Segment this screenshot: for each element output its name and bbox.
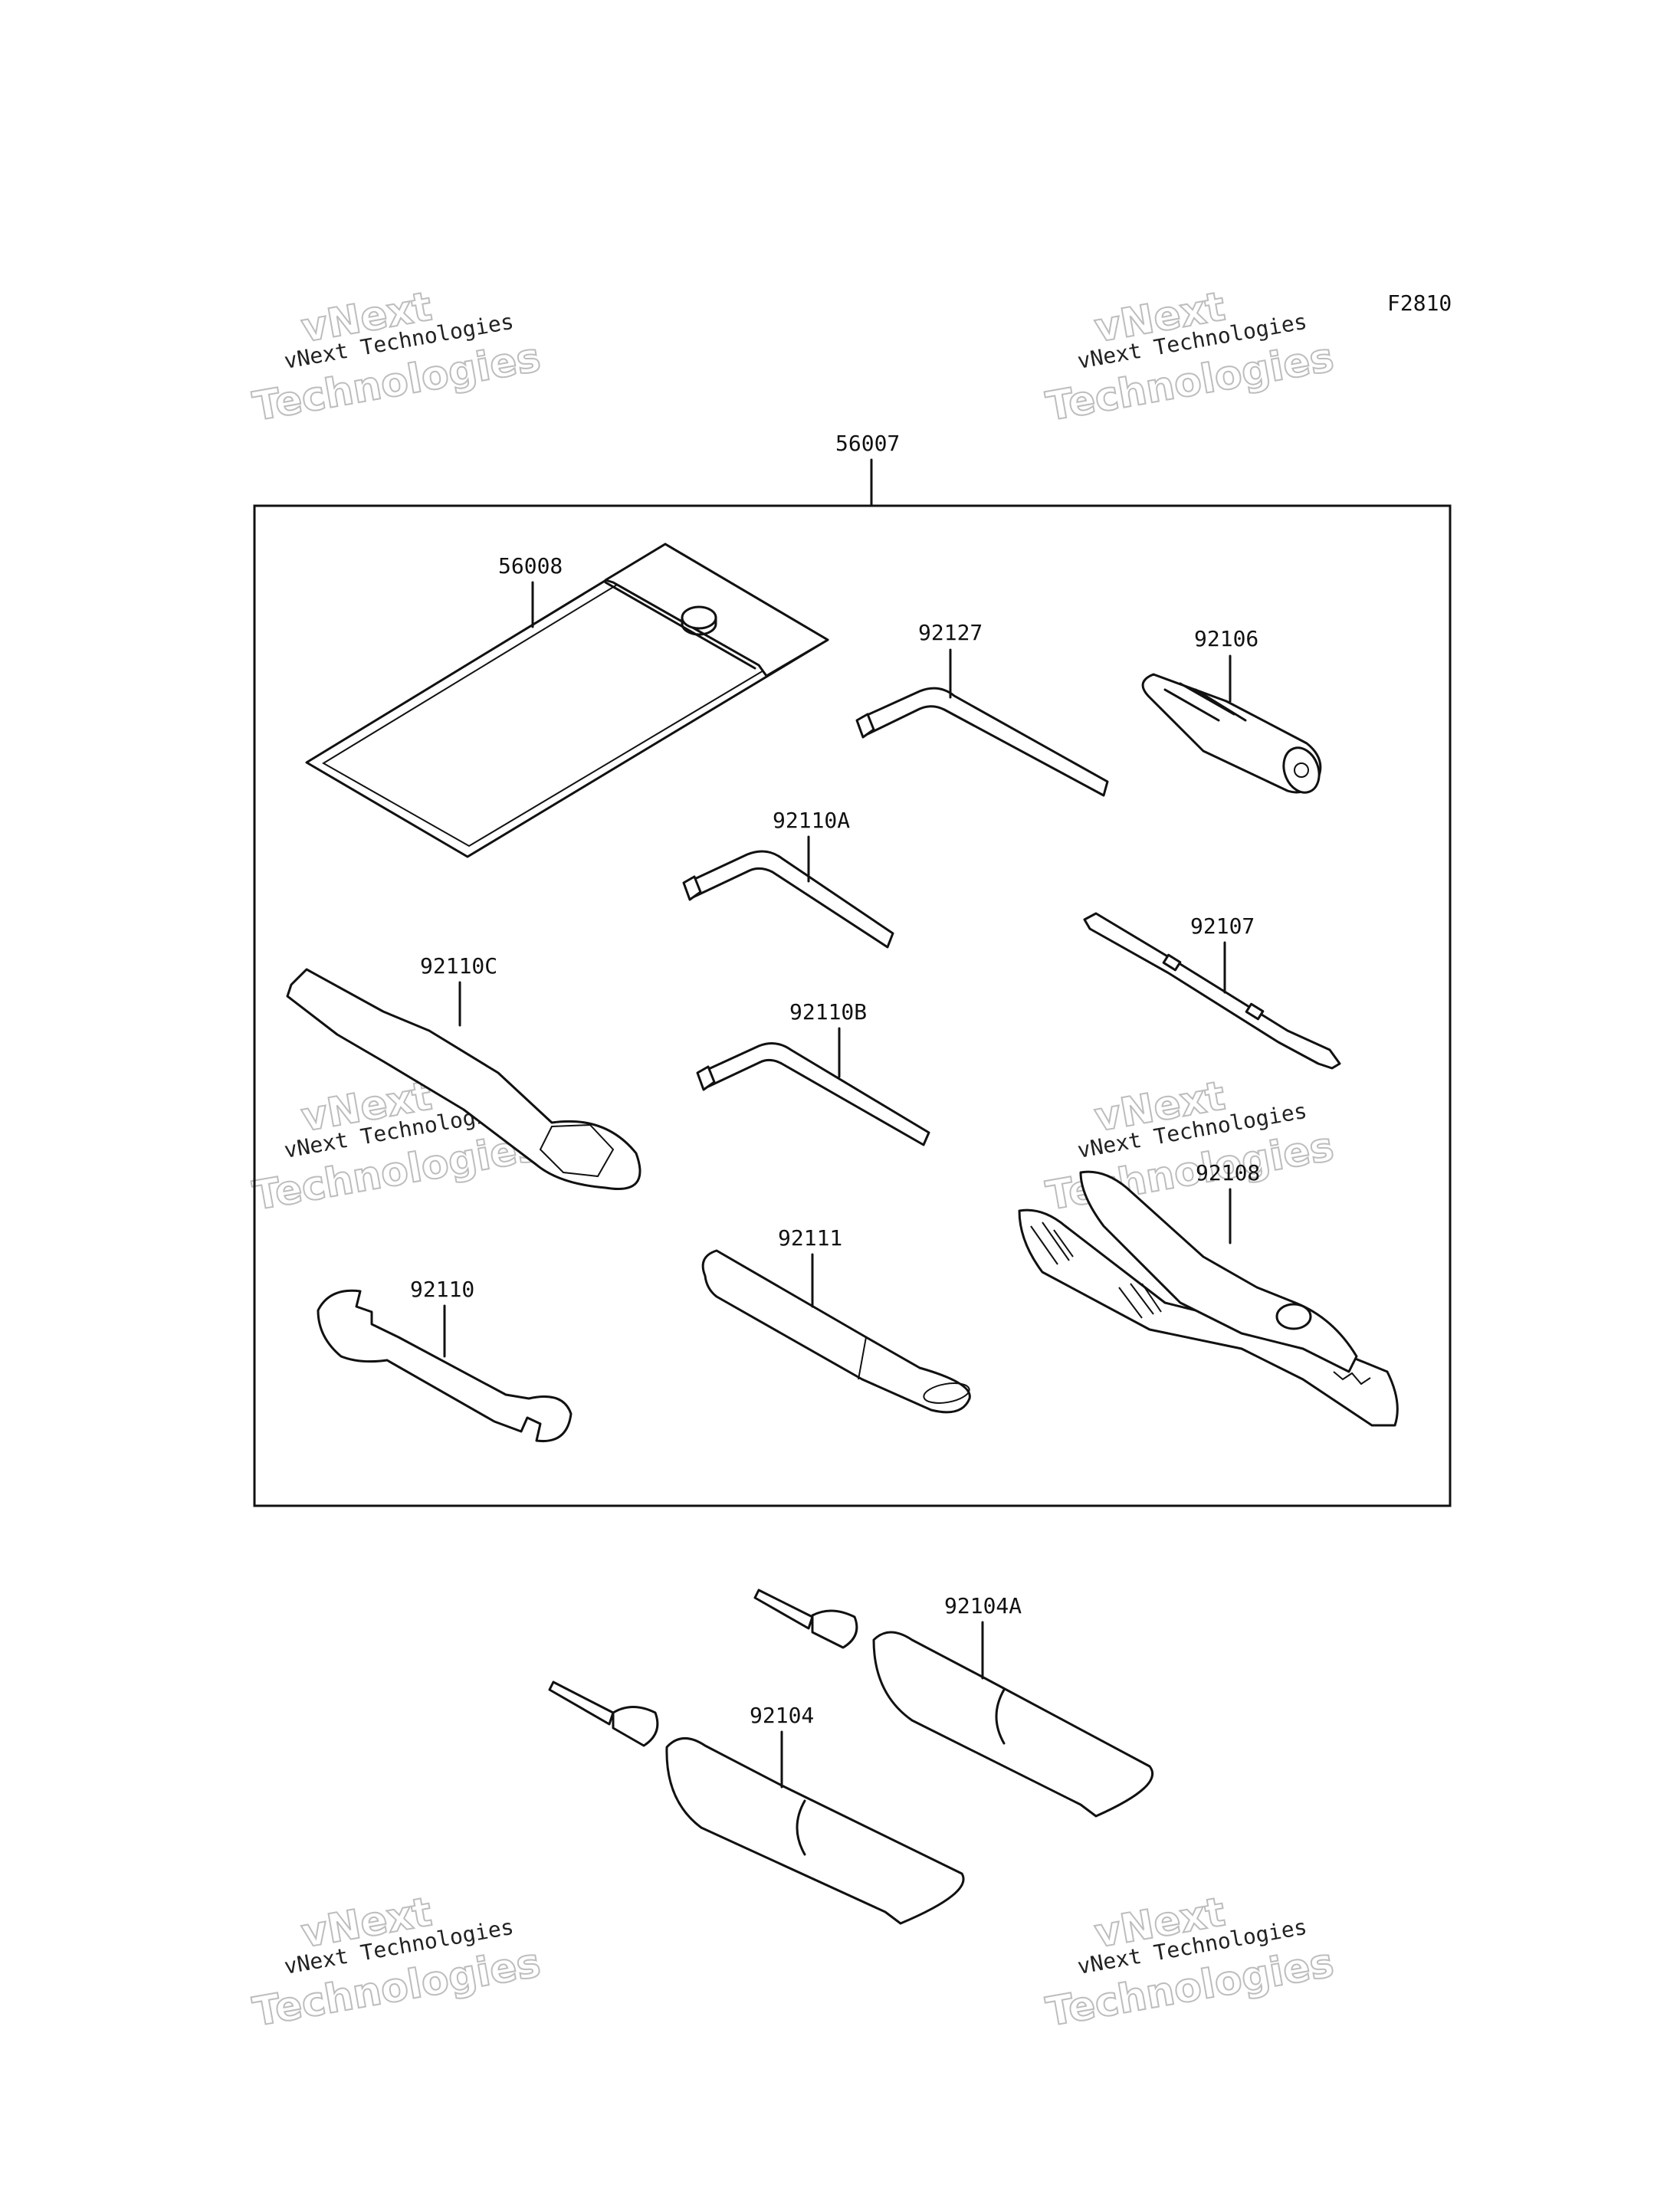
part-handle-92106[interactable]: [1141, 673, 1325, 798]
part-bar-92111[interactable]: [701, 1249, 971, 1414]
label-92110C[interactable]: 92110C: [420, 953, 497, 979]
part-hex-wrench-92110A[interactable]: [682, 850, 894, 949]
watermark-bottom-right: vNext vNext Technologies Technologies: [1042, 1888, 1338, 2036]
part-box-wrench-92110C[interactable]: [286, 968, 641, 1190]
label-92104A[interactable]: 92104A: [944, 1593, 1022, 1618]
label-92110A[interactable]: 92110A: [773, 808, 850, 833]
label-92107[interactable]: 92107: [1190, 913, 1255, 939]
part-open-wrench-92110[interactable]: [317, 1289, 573, 1443]
part-pliers[interactable]: [1018, 1170, 1399, 1427]
figure-code: F2810: [1387, 290, 1452, 316]
label-92106[interactable]: 92106: [1194, 626, 1258, 651]
part-hex-wrench-92127[interactable]: [855, 687, 1109, 797]
label-92111[interactable]: 92111: [778, 1225, 842, 1251]
part-pouch[interactable]: [305, 543, 829, 858]
label-pliers[interactable]: 92108: [1196, 1160, 1260, 1185]
label-92110[interactable]: 92110: [410, 1277, 474, 1302]
part-tube-92104[interactable]: [548, 1681, 965, 1925]
part-tube-92104A[interactable]: [753, 1589, 1154, 1818]
watermark-top-right: vNext vNext Technologies Technologies: [1042, 283, 1338, 431]
label-92127[interactable]: 92127: [918, 620, 983, 645]
part-screwdriver-92107[interactable]: [1083, 912, 1341, 1070]
label-92104[interactable]: 92104: [750, 1703, 814, 1728]
part-hex-wrench-92110B[interactable]: [696, 1041, 930, 1146]
watermark-mid-right: vNext vNext Technologies Technologies: [1042, 1072, 1338, 1220]
label-92110B[interactable]: 92110B: [789, 999, 867, 1025]
kit-frame: [253, 504, 1452, 1507]
watermark-top-left: vNext vNext Technologies Technologies: [249, 283, 545, 431]
watermark-bottom-left: vNext vNext Technologies Technologies: [249, 1888, 545, 2036]
label-56007[interactable]: 56007: [835, 431, 900, 456]
label-56008[interactable]: 56008: [498, 553, 563, 579]
